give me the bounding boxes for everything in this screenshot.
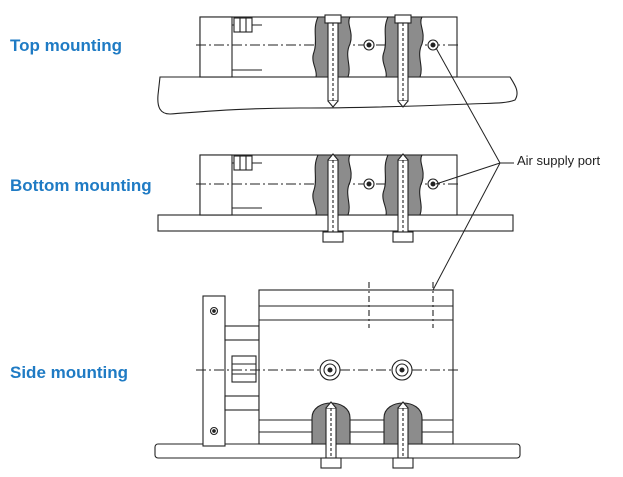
bottom-bolt-right	[392, 153, 414, 243]
top-cylinder-end	[199, 16, 233, 78]
side-bolt-left	[320, 401, 342, 469]
label-air-supply-port: Air supply port	[517, 153, 601, 168]
side-cylinder-body	[258, 289, 454, 445]
top-bolt-left	[324, 14, 342, 108]
bottom-cylinder-end	[199, 154, 233, 216]
label-side-mounting: Side mounting	[10, 363, 129, 382]
bottom-mounting-figure	[157, 153, 514, 243]
label-bottom-mounting: Bottom mounting	[10, 176, 152, 195]
side-rod-nut	[231, 355, 257, 383]
label-top-mounting: Top mounting	[10, 36, 123, 55]
side-mounting-figure	[154, 282, 521, 469]
top-mounting-figure	[157, 14, 518, 115]
side-end-plate	[202, 295, 226, 447]
side-bolt-right	[392, 401, 414, 469]
bottom-bolt-left	[322, 153, 344, 243]
air-port-leaders	[432, 47, 514, 291]
top-bolt-right	[394, 14, 412, 108]
